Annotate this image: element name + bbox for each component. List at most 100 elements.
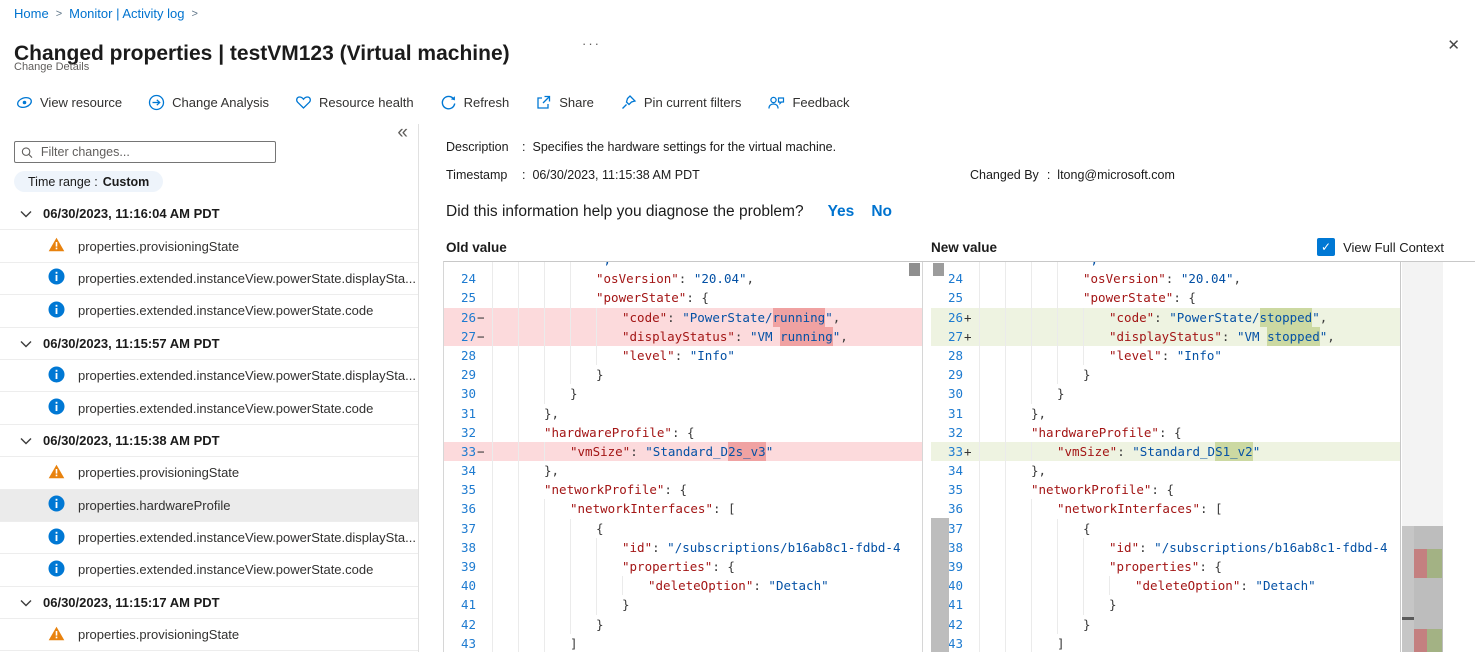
indent-guide (570, 518, 596, 538)
time-range-filter-pill[interactable]: Time range : Custom (14, 171, 164, 192)
change-item[interactable]: properties.extended.instanceView.powerSt… (0, 295, 418, 328)
yes-link[interactable]: Yes (827, 203, 855, 220)
change-group-header[interactable]: 06/30/2023, 11:15:38 AM PDT (0, 425, 418, 458)
indent-guide (1057, 537, 1083, 557)
new-value-pane[interactable]: ",24"osVersion": "20.04",25"powerState":… (931, 262, 1401, 652)
group-date: 06/30/2023, 11:15:17 AM PDT (43, 594, 220, 610)
indent-guide (1031, 307, 1057, 327)
breadcrumb-home[interactable]: Home (14, 6, 49, 21)
view-full-context-toggle[interactable]: ✓ View Full Context (1317, 238, 1444, 256)
change-item[interactable]: properties.hardwareProfile (0, 489, 418, 522)
json-punctuation: , (840, 328, 848, 344)
json-key: "displayStatus" (622, 328, 735, 344)
change-group-header[interactable]: 06/30/2023, 11:15:17 AM PDT (0, 587, 418, 620)
json-punctuation: : { (712, 559, 735, 574)
diff-marker (476, 461, 490, 480)
indent-guide (1031, 576, 1057, 596)
change-item[interactable]: properties.extended.instanceView.powerSt… (0, 554, 418, 587)
toolbar-share[interactable]: Share (535, 94, 594, 111)
indent-guide (518, 326, 544, 346)
refresh-icon (440, 94, 457, 111)
diff-marker (476, 404, 490, 423)
json-punctuation: { (596, 520, 604, 536)
line-number: 41 (947, 597, 963, 613)
line-number: 25 (460, 290, 476, 306)
no-link[interactable]: No (871, 203, 892, 220)
old-pane-scrollbar-thumb[interactable] (909, 263, 920, 276)
line-number: 26 (947, 309, 963, 325)
line-number: 32 (460, 424, 476, 440)
breadcrumb-activity-log[interactable]: Monitor | Activity log (69, 6, 185, 21)
json-punctuation: }, (1031, 463, 1047, 479)
toolbar-pin-current-filters[interactable]: Pin current filters (620, 94, 742, 111)
overview-position-marker (1402, 617, 1416, 620)
collapse-sidebar-icon[interactable]: « (397, 122, 408, 143)
line-number: 42 (460, 616, 476, 632)
code-line: ", (444, 262, 922, 270)
json-punctuation: ] (570, 635, 578, 651)
toolbar-refresh[interactable]: Refresh (440, 94, 509, 111)
code-line: 40"deleteOption": "Detach" (931, 576, 1400, 596)
indent-guide (570, 595, 596, 615)
toolbar-label: Pin current filters (643, 95, 742, 110)
line-number: 28 (947, 347, 963, 363)
diff-marker-removed (1414, 549, 1427, 578)
change-group-header[interactable]: 06/30/2023, 11:15:57 AM PDT (0, 328, 418, 360)
breadcrumb-separator: > (55, 7, 63, 20)
json-key: "deleteOption" (648, 578, 754, 594)
change-item-label: properties.hardwareProfile (78, 497, 231, 513)
old-value-pane[interactable]: ",24"osVersion": "20.04",25"powerState":… (444, 262, 923, 652)
change-item[interactable]: properties.provisioningState (0, 230, 418, 263)
json-punctuation: : { (1158, 424, 1182, 440)
code-line: 37{ (444, 518, 922, 538)
change-item[interactable]: properties.extended.instanceView.powerSt… (0, 263, 418, 296)
overview-scrollbar-thumb[interactable] (1402, 526, 1414, 652)
change-item[interactable]: properties.extended.instanceView.powerSt… (0, 392, 418, 425)
diff-marker (476, 262, 490, 269)
toolbar-change-analysis[interactable]: Change Analysis (148, 94, 269, 111)
new-pane-scrollbar-thumb[interactable] (933, 263, 944, 276)
code-line: 35"networkProfile": { (444, 480, 922, 500)
diff-marker-added (1427, 549, 1442, 578)
close-icon[interactable]: ✕ (1447, 37, 1460, 54)
indent-guide (518, 461, 544, 481)
toolbar-label: Resource health (318, 95, 414, 110)
indent-guide (544, 269, 570, 289)
new-pane-scrollbar[interactable] (931, 518, 949, 652)
json-key: "level" (622, 347, 675, 363)
change-item[interactable]: properties.extended.instanceView.powerSt… (0, 360, 418, 393)
line-number: 40 (460, 578, 476, 594)
json-punctuation: { (1083, 520, 1091, 536)
toolbar-view-resource[interactable]: View resource (16, 94, 122, 111)
json-punctuation: : { (1199, 559, 1222, 574)
toolbar-feedback[interactable]: Feedback (767, 94, 850, 111)
filter-changes-input[interactable] (38, 144, 269, 160)
more-options-icon[interactable]: ··· (582, 36, 601, 51)
diff-marker (963, 404, 977, 423)
code-line: 25"powerState": { (444, 288, 922, 308)
indent-guide (1005, 537, 1031, 557)
change-group-header[interactable]: 06/30/2023, 11:16:04 AM PDT (0, 198, 418, 231)
change-item[interactable]: properties.provisioningState (0, 457, 418, 490)
change-item[interactable]: properties.provisioningState (0, 619, 418, 652)
indent-guide (518, 557, 544, 577)
code-line: 38"id": "/subscriptions/b16ab8c1-fdbd-4 (931, 537, 1400, 557)
line-number: 29 (947, 367, 963, 383)
diff-marker (963, 423, 977, 442)
line-number: 28 (460, 347, 476, 363)
chevron-down-icon (20, 595, 32, 610)
chevron-down-icon (20, 433, 32, 448)
json-punctuation: } (1109, 597, 1117, 613)
json-value: "Info" (1176, 347, 1222, 363)
time-range-value: Custom (102, 174, 150, 189)
checkbox-checked-icon[interactable]: ✓ (1317, 238, 1336, 256)
indent-guide (518, 403, 544, 423)
indent-guide (544, 384, 570, 404)
diff-marker (476, 346, 490, 365)
json-changed-value: stopped (1267, 326, 1320, 346)
json-key: "networkProfile" (544, 482, 665, 498)
json-key: "vmSize" (1057, 443, 1118, 459)
toolbar-resource-health[interactable]: Resource health (295, 94, 414, 111)
change-item[interactable]: properties.extended.instanceView.powerSt… (0, 522, 418, 555)
